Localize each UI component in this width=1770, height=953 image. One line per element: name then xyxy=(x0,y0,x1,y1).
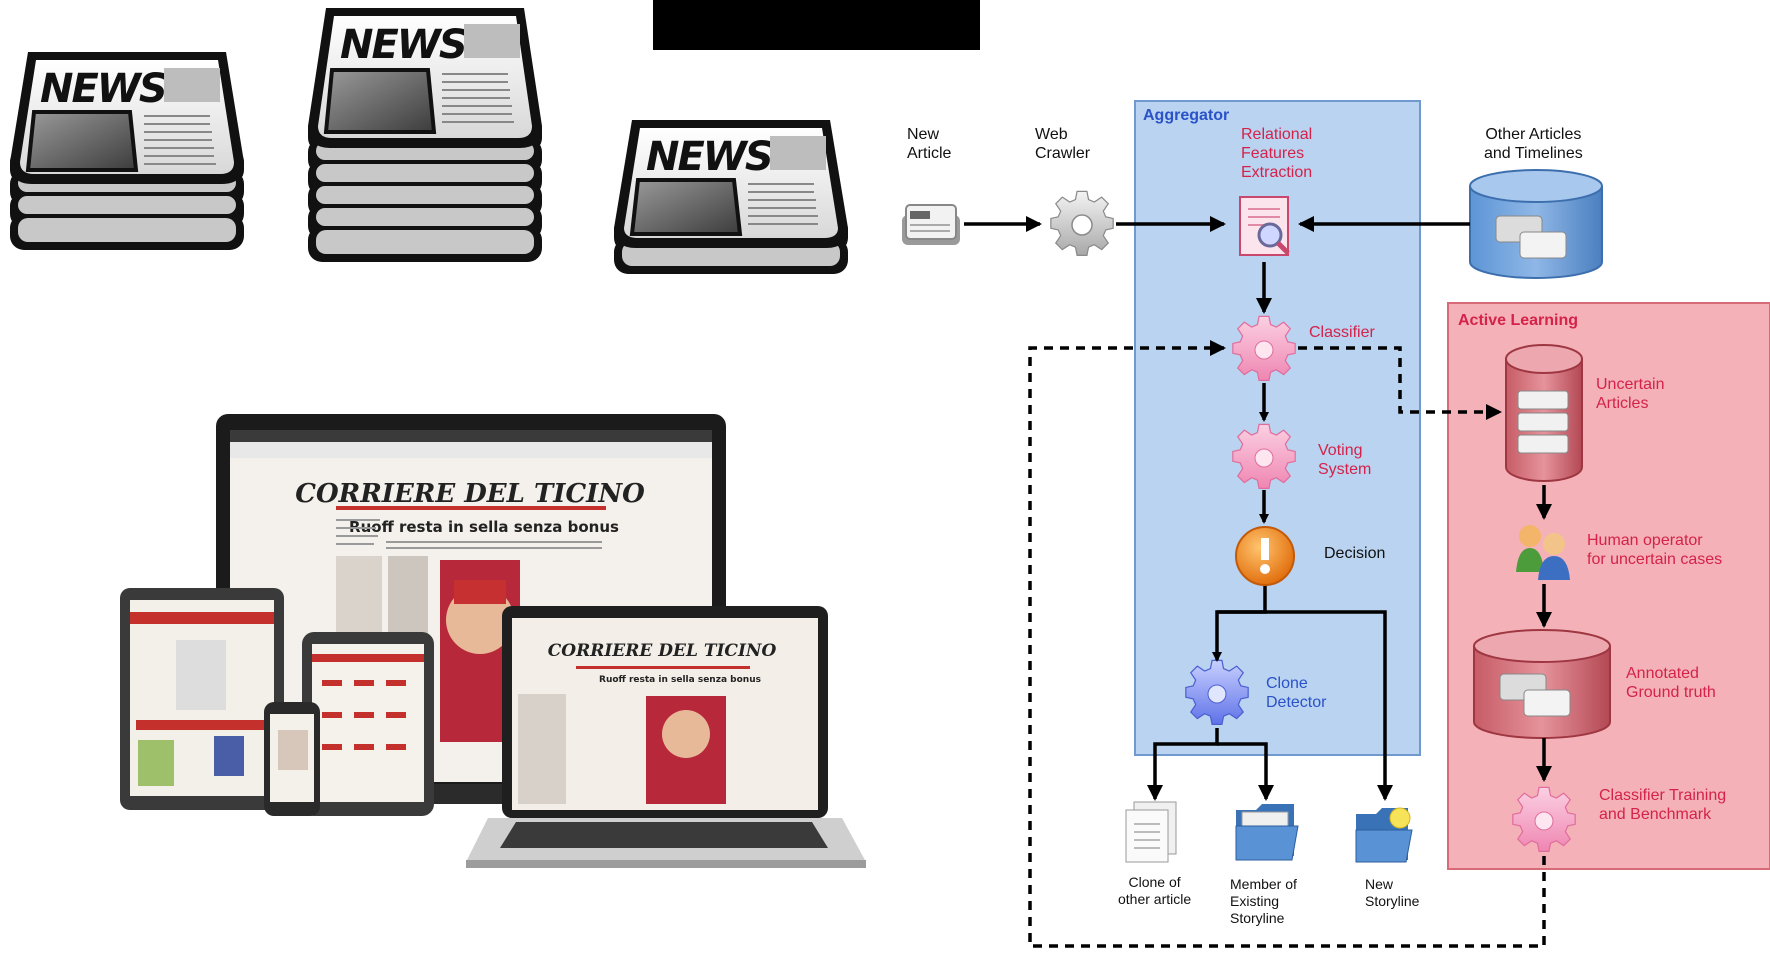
label-new-storyline: New Storyline xyxy=(1365,876,1420,909)
other-articles-database-icon xyxy=(1469,169,1603,279)
label-clone-of: Clone of other article xyxy=(1118,874,1192,907)
classifier-gear-icon xyxy=(1232,315,1296,382)
users-icon xyxy=(1516,525,1570,580)
label-uncertain-articles: Uncertain Articles xyxy=(1596,376,1665,412)
smartphone-icon xyxy=(264,702,320,816)
label-decision: Decision xyxy=(1324,545,1386,562)
label-relational-features: Relational Features Extraction xyxy=(1241,126,1313,181)
label-other-articles: Other Articles and Timelines xyxy=(1484,126,1583,162)
small-tablet-icon xyxy=(302,632,434,816)
laptop-masthead: CORRIERE DEL TICINO xyxy=(548,641,777,661)
file-icon xyxy=(1125,801,1177,863)
aggregator-title: Aggregator xyxy=(1143,107,1230,124)
arrow-decision-to-new xyxy=(1265,610,1393,801)
label-classifier: Classifier xyxy=(1309,324,1375,341)
folder-icon xyxy=(1235,804,1299,861)
label-classifier-training: Classifier Training and Benchmark xyxy=(1599,787,1727,823)
laptop-headline: Ruoff resta in sella senza bonus xyxy=(599,675,761,685)
web-crawler-gear-icon xyxy=(1050,190,1114,257)
voting-system-gear-icon xyxy=(1232,423,1296,490)
label-human-operator: Human operator for uncertain cases xyxy=(1587,532,1723,568)
uncertain-articles-database-icon xyxy=(1505,344,1583,482)
redacted-block xyxy=(653,0,980,50)
active-learning-title: Active Learning xyxy=(1458,312,1579,329)
annotated-ground-truth-database-icon xyxy=(1473,629,1611,739)
newspaper-masthead: NEWS xyxy=(340,22,466,68)
label-member-of: Member of Existing Storyline xyxy=(1230,876,1297,926)
clone-detector-gear-icon xyxy=(1185,659,1249,726)
tablet-icon xyxy=(120,588,284,810)
newspaper-masthead: NEWS xyxy=(40,66,166,112)
decision-warning-icon xyxy=(1235,526,1295,586)
active-learning-box xyxy=(1447,302,1770,870)
arrow-clone-to-folder xyxy=(1217,742,1274,801)
new-article-newspaper-icon xyxy=(902,204,960,245)
label-clone-detector: Clone Detector xyxy=(1266,675,1327,711)
dashed-feedback-loop xyxy=(1028,340,1546,948)
label-web-crawler: Web Crawler xyxy=(1035,126,1091,162)
label-annotated-ground-truth: Annotated Ground truth xyxy=(1626,665,1716,701)
newspaper-masthead: NEWS xyxy=(646,134,772,180)
classifier-training-gear-icon xyxy=(1512,786,1576,853)
document-magnifier-icon xyxy=(1239,196,1290,256)
newspaper-stack-icon: NEWS xyxy=(614,120,848,274)
new-folder-icon xyxy=(1355,807,1413,863)
newspaper-stack-icon: NEWS xyxy=(308,8,542,262)
monitor-masthead: CORRIERE DEL TICINO xyxy=(295,479,645,509)
monitor-headline: Ruoff resta in sella senza bonus xyxy=(349,518,619,536)
dashed-classifier-to-uncertain xyxy=(1298,346,1502,420)
label-new-article: New Article xyxy=(907,126,952,162)
label-voting-system: Voting System xyxy=(1318,442,1372,478)
arrow-clone-to-file xyxy=(1147,728,1219,801)
newspaper-stack-icon: NEWS xyxy=(10,52,244,250)
laptop-icon: CORRIERE DEL TICINO Ruoff resta in sella… xyxy=(466,606,866,868)
